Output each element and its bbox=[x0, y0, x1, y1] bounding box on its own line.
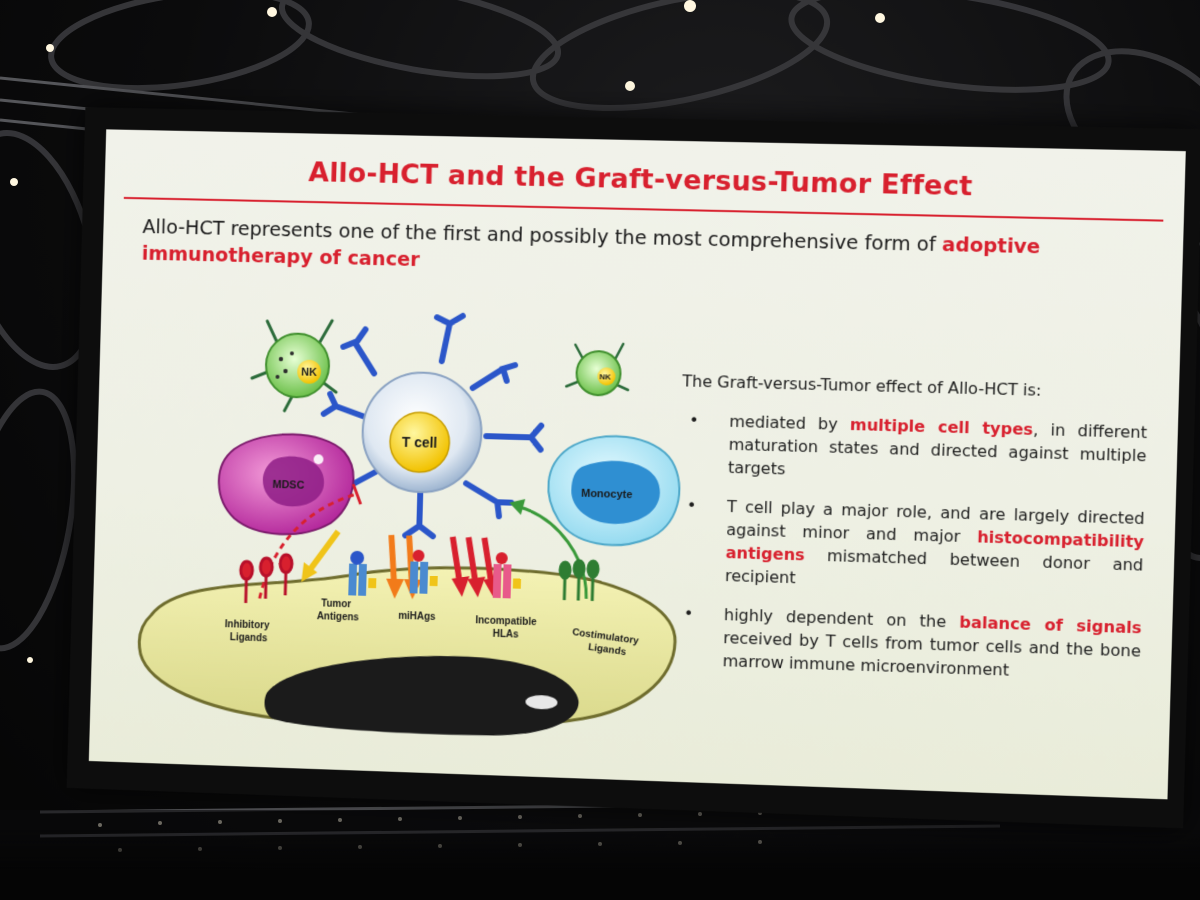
bullet-text: mediated by bbox=[729, 411, 851, 435]
gvt-heading: The Graft-versus-Tumor effect of Allo-HC… bbox=[682, 371, 1042, 400]
inhibitory-ligands bbox=[240, 553, 292, 604]
label-tumor-2: Antigens bbox=[317, 611, 360, 623]
nk-left-label: NK bbox=[301, 366, 317, 378]
t-cell: T cell bbox=[320, 313, 544, 540]
bullet-highlight: multiple cell types bbox=[849, 414, 1034, 439]
label-costim-2: Ligands bbox=[587, 642, 627, 658]
slide-title: Allo-HCT and the Graft-versus-Tumor Effe… bbox=[308, 157, 974, 203]
mihag-receptor bbox=[409, 549, 438, 594]
audience-foreground bbox=[0, 830, 1200, 900]
gvt-bullet-panel: The Graft-versus-Tumor effect of Allo-HC… bbox=[674, 371, 1149, 702]
bullet-item: • highly dependent on the balance of sig… bbox=[674, 602, 1142, 686]
costimulatory-arrowhead bbox=[508, 498, 526, 516]
label-tumor-1: Tumor bbox=[321, 598, 351, 610]
tumor-nucleus bbox=[263, 650, 580, 740]
bullet-dot: • bbox=[688, 410, 699, 430]
nk-cell-left: NK bbox=[251, 319, 338, 412]
bullet-dot: • bbox=[683, 603, 694, 624]
projection-screen: Allo-HCT and the Graft-versus-Tumor Effe… bbox=[66, 107, 1200, 829]
bullet-text: received by T cells from tumor cells and… bbox=[722, 628, 1142, 680]
nk-cell-right: NK bbox=[565, 342, 630, 397]
costimulatory-ligands bbox=[559, 559, 600, 602]
label-inhibitory-2: Ligands bbox=[230, 632, 268, 644]
bullet-item: • T cell play a major role, and are larg… bbox=[677, 494, 1145, 600]
label-mihags: miHAgs bbox=[398, 611, 436, 623]
incompatible-hla-receptor bbox=[492, 552, 522, 599]
bullet-text: highly dependent on the bbox=[723, 605, 960, 632]
inhibitory-arrow-bar bbox=[353, 484, 361, 504]
slide-intro: Allo-HCT represents one of the first and… bbox=[141, 213, 1152, 290]
t-cell-label: T cell bbox=[402, 434, 438, 451]
mdsc-label: MDSC bbox=[272, 479, 304, 492]
gvt-cell-diagram: T cell NK bbox=[119, 298, 705, 762]
label-inhibitory-1: Inhibitory bbox=[225, 619, 270, 631]
label-incompatible-2: HLAs bbox=[493, 629, 520, 641]
bullet-item: • mediated by multiple cell types, in di… bbox=[680, 408, 1148, 490]
nucleus-highlight bbox=[525, 694, 558, 710]
bullet-dot: • bbox=[686, 495, 697, 516]
nk-right-label: NK bbox=[599, 372, 611, 381]
bullet-highlight: balance of signals bbox=[959, 612, 1142, 638]
presentation-slide: Allo-HCT and the Graft-versus-Tumor Effe… bbox=[88, 129, 1186, 800]
monocyte-cell: Monocyte bbox=[547, 434, 681, 547]
monocyte-label: Monocyte bbox=[581, 488, 632, 502]
mdsc-cell: MDSC bbox=[217, 432, 354, 536]
tumor-antigen-receptor bbox=[348, 550, 377, 596]
label-incompatible-1: Incompatible bbox=[475, 615, 537, 628]
